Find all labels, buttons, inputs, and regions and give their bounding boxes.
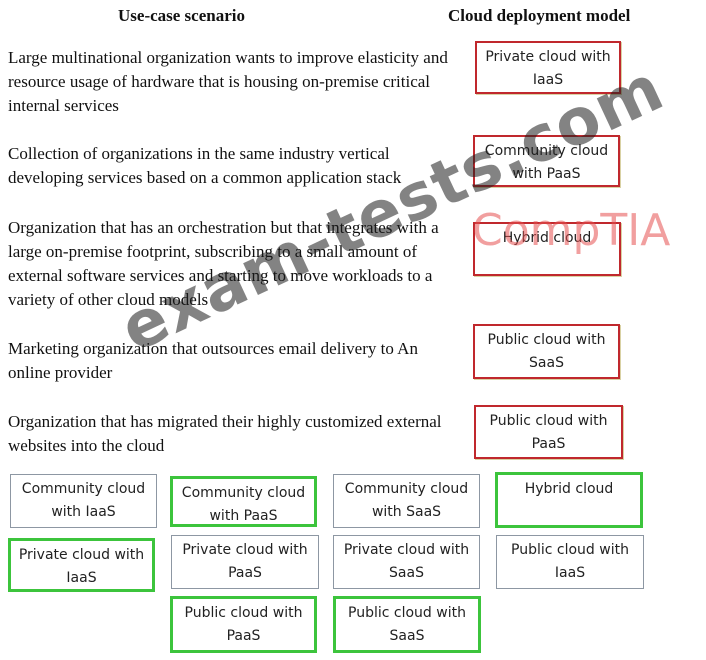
- option-community-paas[interactable]: Community cloud with PaaS: [170, 476, 317, 527]
- option-public-paas[interactable]: Public cloud with PaaS: [170, 596, 317, 653]
- answer-slot-4[interactable]: Public cloud with SaaS: [473, 324, 620, 379]
- scenario-1-text: Large multinational organization wants t…: [8, 48, 448, 115]
- option-private-saas[interactable]: Private cloud with SaaS: [333, 535, 480, 589]
- scenario-5-text: Organization that has migrated their hig…: [8, 412, 442, 455]
- option-community-saas[interactable]: Community cloud with SaaS: [333, 474, 480, 528]
- scenario-column-header: Use-case scenario: [118, 6, 245, 25]
- option-public-saas[interactable]: Public cloud with SaaS: [333, 596, 481, 653]
- answer-slot-1[interactable]: Private cloud with IaaS: [475, 41, 621, 94]
- option-hybrid-cloud[interactable]: Hybrid cloud: [495, 472, 643, 528]
- answer-slot-5[interactable]: Public cloud with PaaS: [474, 405, 623, 459]
- option-private-iaas[interactable]: Private cloud with IaaS: [8, 538, 155, 592]
- model-column-header: Cloud deployment model: [448, 6, 631, 25]
- option-community-iaas[interactable]: Community cloud with IaaS: [10, 474, 157, 528]
- scenario-4-text: Marketing organization that outsources e…: [8, 339, 418, 382]
- scenario-3-text: Organization that has an orchestration b…: [8, 218, 439, 309]
- scenario-2-text: Collection of organizations in the same …: [8, 144, 402, 187]
- option-private-paas[interactable]: Private cloud with PaaS: [171, 535, 319, 589]
- option-public-iaas[interactable]: Public cloud with IaaS: [496, 535, 644, 589]
- answer-slot-3[interactable]: Hybrid cloud: [473, 222, 621, 276]
- answer-slot-2[interactable]: Community cloud with PaaS: [473, 135, 620, 187]
